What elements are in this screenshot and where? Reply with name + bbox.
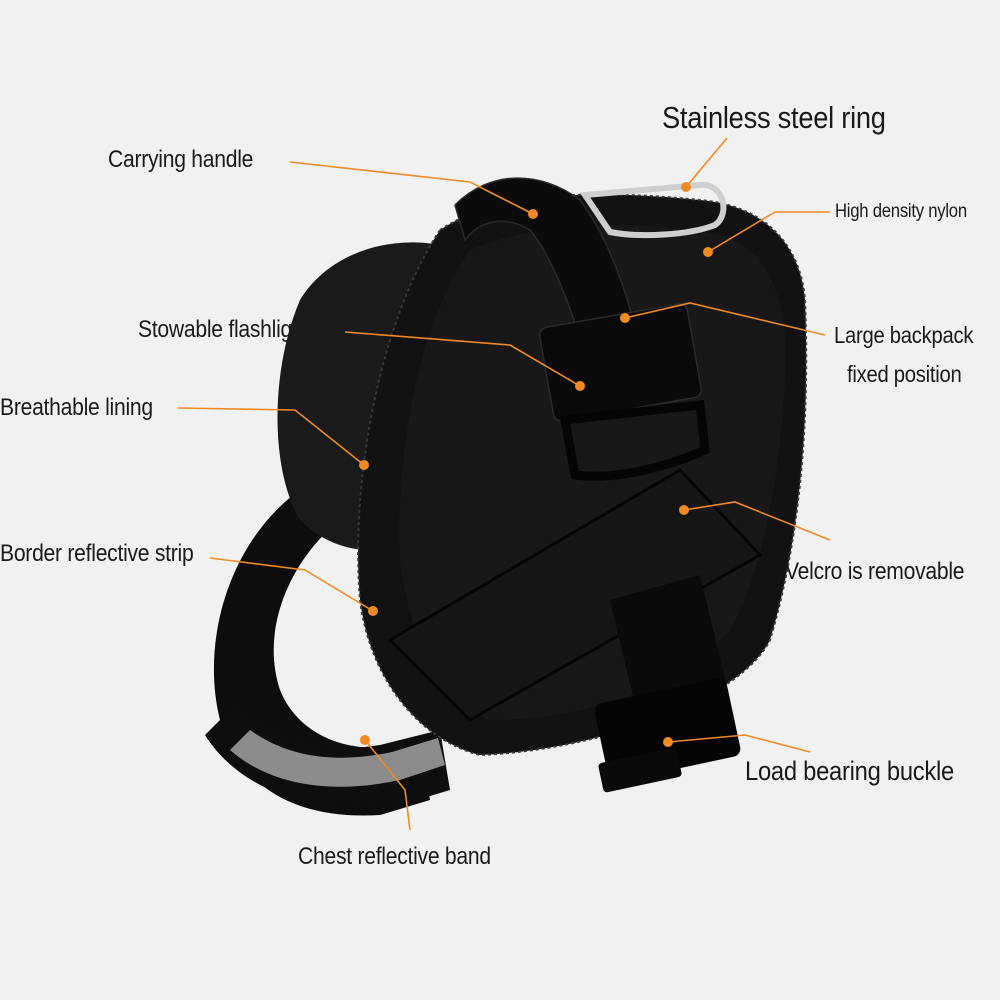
load-buckle-strap: [598, 747, 682, 793]
dot-stowable-flashlight: [575, 381, 585, 391]
leader-velcro-removable: [683, 501, 831, 541]
label-border-reflective-strip: Border reflective strip: [0, 540, 194, 567]
label-high-density-nylon: High density nylon: [835, 201, 967, 222]
leader-stainless-steel-ring: [685, 137, 728, 188]
leader-stowable-flashlight: [344, 331, 581, 387]
leader-load-bearing-buckle: [667, 734, 811, 753]
leader-chest-reflective-band: [364, 739, 411, 831]
label-velcro-removable: Velcro is removable: [785, 558, 965, 585]
label-stainless-steel-ring: Stainless steel ring: [662, 100, 886, 135]
dot-carrying-handle: [528, 209, 538, 219]
label-chest-reflective-band: Chest reflective band: [298, 843, 491, 870]
leader-high-density-nylon: [707, 211, 830, 253]
harness-illustration: [205, 177, 808, 816]
label-carrying-handle: Carrying handle: [108, 146, 254, 173]
label-load-bearing-buckle: Load bearing buckle: [745, 756, 954, 786]
dot-stainless-steel-ring: [681, 182, 691, 192]
leader-carrying-handle: [289, 161, 534, 215]
steel-ring: [579, 182, 727, 239]
leader-lines: [177, 137, 831, 831]
dot-large-backpack: [620, 313, 630, 323]
leader-breathable-lining: [177, 407, 365, 466]
label-breathable-lining: Breathable lining: [0, 394, 153, 421]
dot-high-density-nylon: [703, 247, 713, 257]
dot-load-bearing-buckle: [663, 737, 673, 747]
label-stowable-flashlight: Stowable flashlight: [138, 316, 310, 343]
leader-large-backpack: [624, 302, 826, 336]
dot-breathable-lining: [359, 460, 369, 470]
dot-chest-reflective-band: [360, 735, 370, 745]
label-large-backpack-line2: fixed position: [847, 361, 962, 387]
load-buckle: [594, 678, 741, 782]
leader-border-reflective-strip: [209, 557, 374, 612]
velcro-patch: [387, 468, 763, 722]
label-large-backpack-line1: Large backpack: [834, 322, 974, 348]
dot-velcro-removable: [679, 505, 689, 515]
dot-border-reflective-strip: [368, 606, 378, 616]
d-buckle: [559, 400, 710, 481]
